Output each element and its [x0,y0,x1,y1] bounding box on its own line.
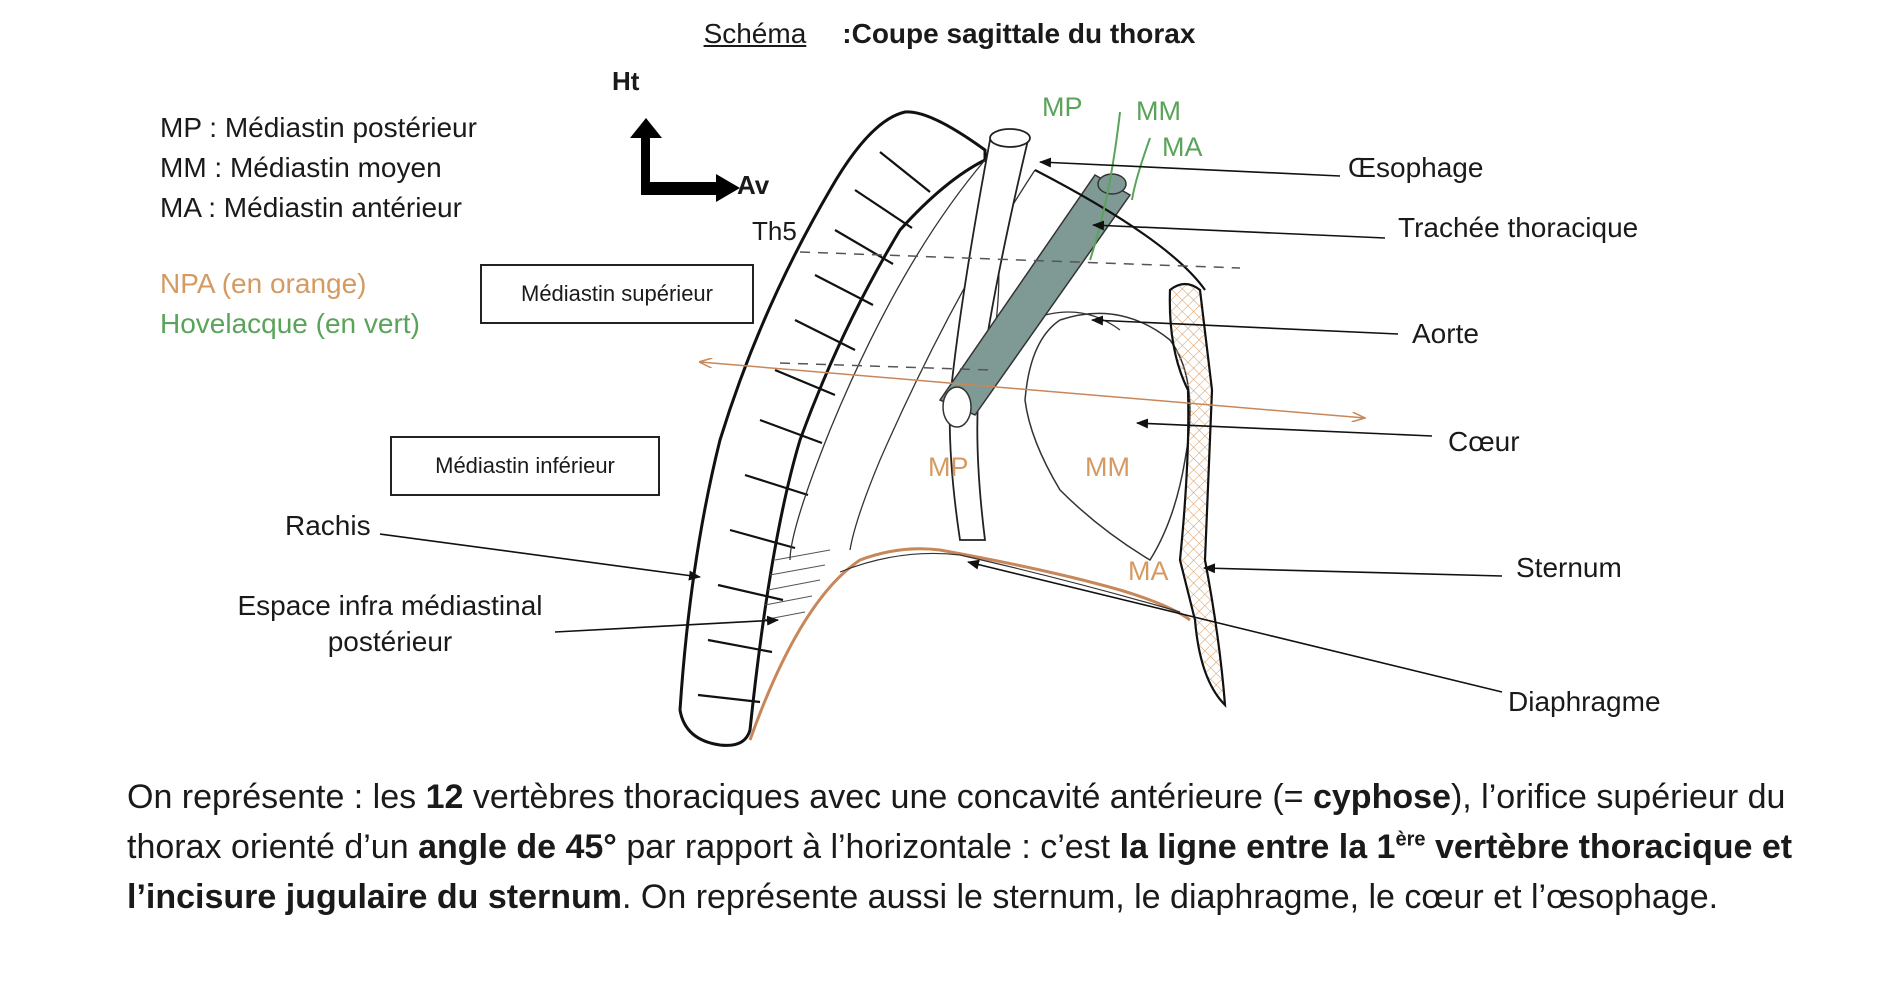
label-th5: Th5 [752,216,797,246]
zone-orange-mp: MP [928,452,969,482]
th5-dashed-line [799,251,1241,269]
arrow-trachee [1092,220,1386,239]
arrow-oesophage [1039,157,1341,177]
para-b4: la ligne entre la 1 [1119,828,1396,866]
legend-mm: MM : Médiastin moyen [160,152,442,183]
zone-green-mm: MM [1136,96,1181,126]
label-aorte: Aorte [1412,318,1479,349]
zone-orange-ma: MA [1128,556,1169,586]
arrow-coeur [1136,418,1433,437]
para-p2: vertèbres thoraciques avec une concavité… [463,778,1313,816]
legend-mp: MP : Médiastin postérieur [160,112,477,143]
title-schema: Schéma [703,18,807,49]
espace-hatch [762,549,831,621]
description-paragraph: On représente : les 12 vertèbres thoraci… [127,772,1827,922]
legend-npa: NPA (en orange) [160,268,367,299]
pointer-arrows [379,157,1503,693]
para-b2: cyphose [1312,778,1451,816]
arrow-diaphragme [967,559,1503,693]
heart-shape [1024,312,1191,562]
legend-ma: MA : Médiastin antérieur [160,192,462,223]
zone-green-mp: MP [1042,92,1083,122]
label-diaphragme: Diaphragme [1508,686,1661,717]
orientation-ht: Ht [612,66,640,96]
diaphragm-inner [839,552,1181,613]
label-coeur: Cœur [1448,426,1520,457]
page-title: Schéma :Coupe sagittale du thorax [0,18,1899,50]
box-mediastin-superieur: Médiastin supérieur [480,264,754,324]
diaphragm-shape [748,547,1191,741]
box-mediastin-inferieur: Médiastin inférieur [390,436,660,496]
spine-shape [678,110,987,747]
arrow-sternum [1203,563,1503,577]
para-p5: . On représente aussi le sternum, le dia… [622,878,1719,916]
arrow-rachis [379,533,701,581]
arrow-espace [554,615,779,633]
legend-hovelacque: Hovelacque (en vert) [160,308,420,339]
zone-orange-mm: MM [1085,452,1130,482]
para-b5: vertèbre thoracique et l’incisure jugula… [127,828,1793,916]
para-p1: On représente : les [127,778,426,816]
legend: MP : Médiastin postérieur MM : Médiastin… [160,108,477,344]
arrow-aorte [1091,315,1399,335]
para-b3: angle de 45° [418,828,617,866]
orientation-arrow-icon [630,118,740,202]
label-espace: Espace infra médiastinal postérieur [225,590,555,658]
label-oesophage: Œsophage [1348,152,1484,183]
title-text: :Coupe sagittale du thorax [842,18,1196,49]
para-p4: par rapport à l’horizontale : c’est [616,828,1120,866]
orientation-av: Av [737,170,770,200]
para-p3: ), l’orifice supérieur du thorax orienté… [127,778,1786,866]
para-sup: ère [1395,828,1426,851]
zone-green-ma: MA [1162,132,1203,162]
label-espace-line2: postérieur [327,626,453,657]
para-b1: 12 [425,778,464,816]
hovelacque-lines [1089,111,1151,261]
label-rachis: Rachis [285,510,371,541]
label-sternum: Sternum [1516,552,1622,583]
label-espace-line1: Espace infra médiastinal [237,590,543,621]
oesophagus-shape [948,128,1031,541]
npa-arrow [700,362,1365,418]
label-trachee: Trachée thoracique [1398,212,1639,243]
